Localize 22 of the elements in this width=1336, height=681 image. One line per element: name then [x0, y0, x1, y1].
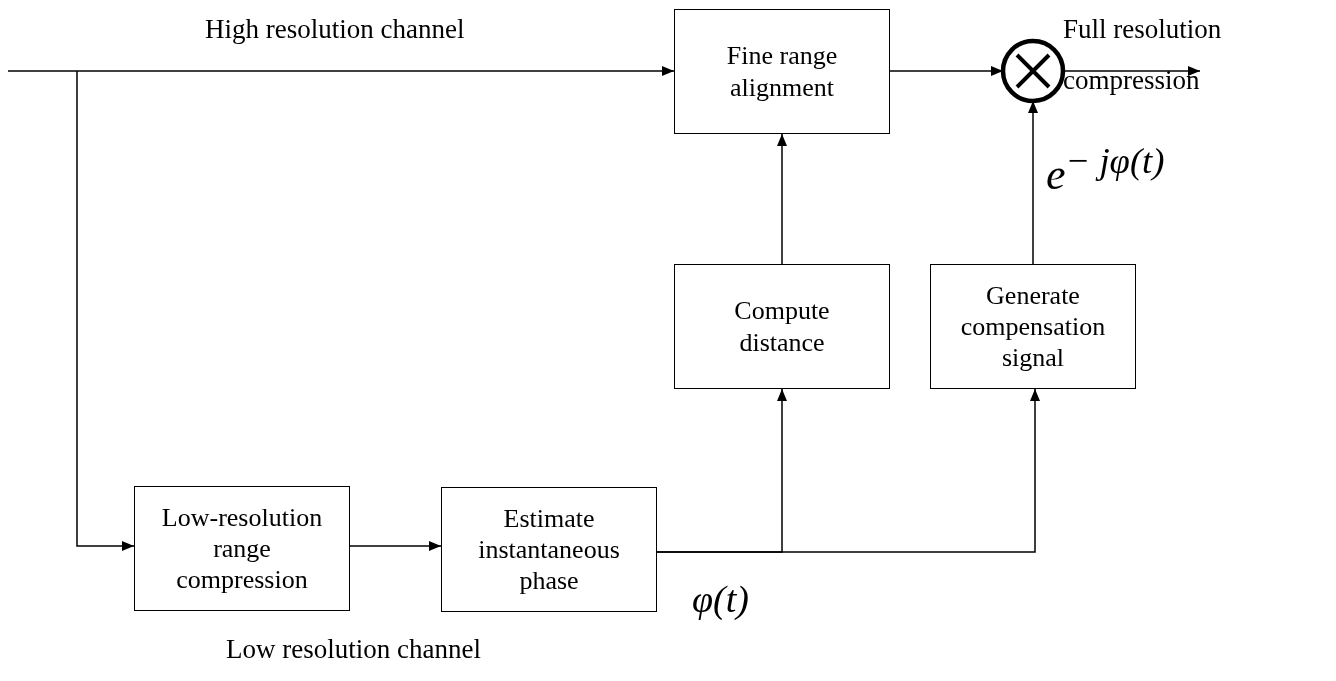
process-box: [674, 264, 890, 389]
arrow: [656, 388, 1040, 553]
arrow: [777, 133, 787, 265]
box-label: Compute distance: [733, 295, 831, 358]
process-box: [674, 9, 890, 134]
text-label: φ(t): [692, 578, 749, 622]
output-label: Full resolution compression: [1063, 13, 1223, 98]
box-label: Generate compensation signal: [959, 279, 1107, 374]
box-label: Fine range alignment: [725, 40, 839, 103]
process-box: [441, 487, 657, 612]
text-label: Low resolution channel: [226, 634, 481, 666]
box-label: Low-resolution range compression: [160, 501, 324, 596]
arrow: [76, 70, 135, 551]
multiplier-circle: [1000, 38, 1066, 104]
edge-label: e$^{− jφ(t)}$: [1046, 140, 1165, 201]
arrow: [7, 66, 675, 76]
arrow: [1062, 66, 1201, 76]
text-label: High resolution channel: [205, 14, 465, 46]
process-box: [134, 486, 350, 611]
box-label: Estimate instantaneous phase: [477, 502, 621, 597]
process-box: [930, 264, 1136, 389]
arrow: [349, 541, 442, 551]
